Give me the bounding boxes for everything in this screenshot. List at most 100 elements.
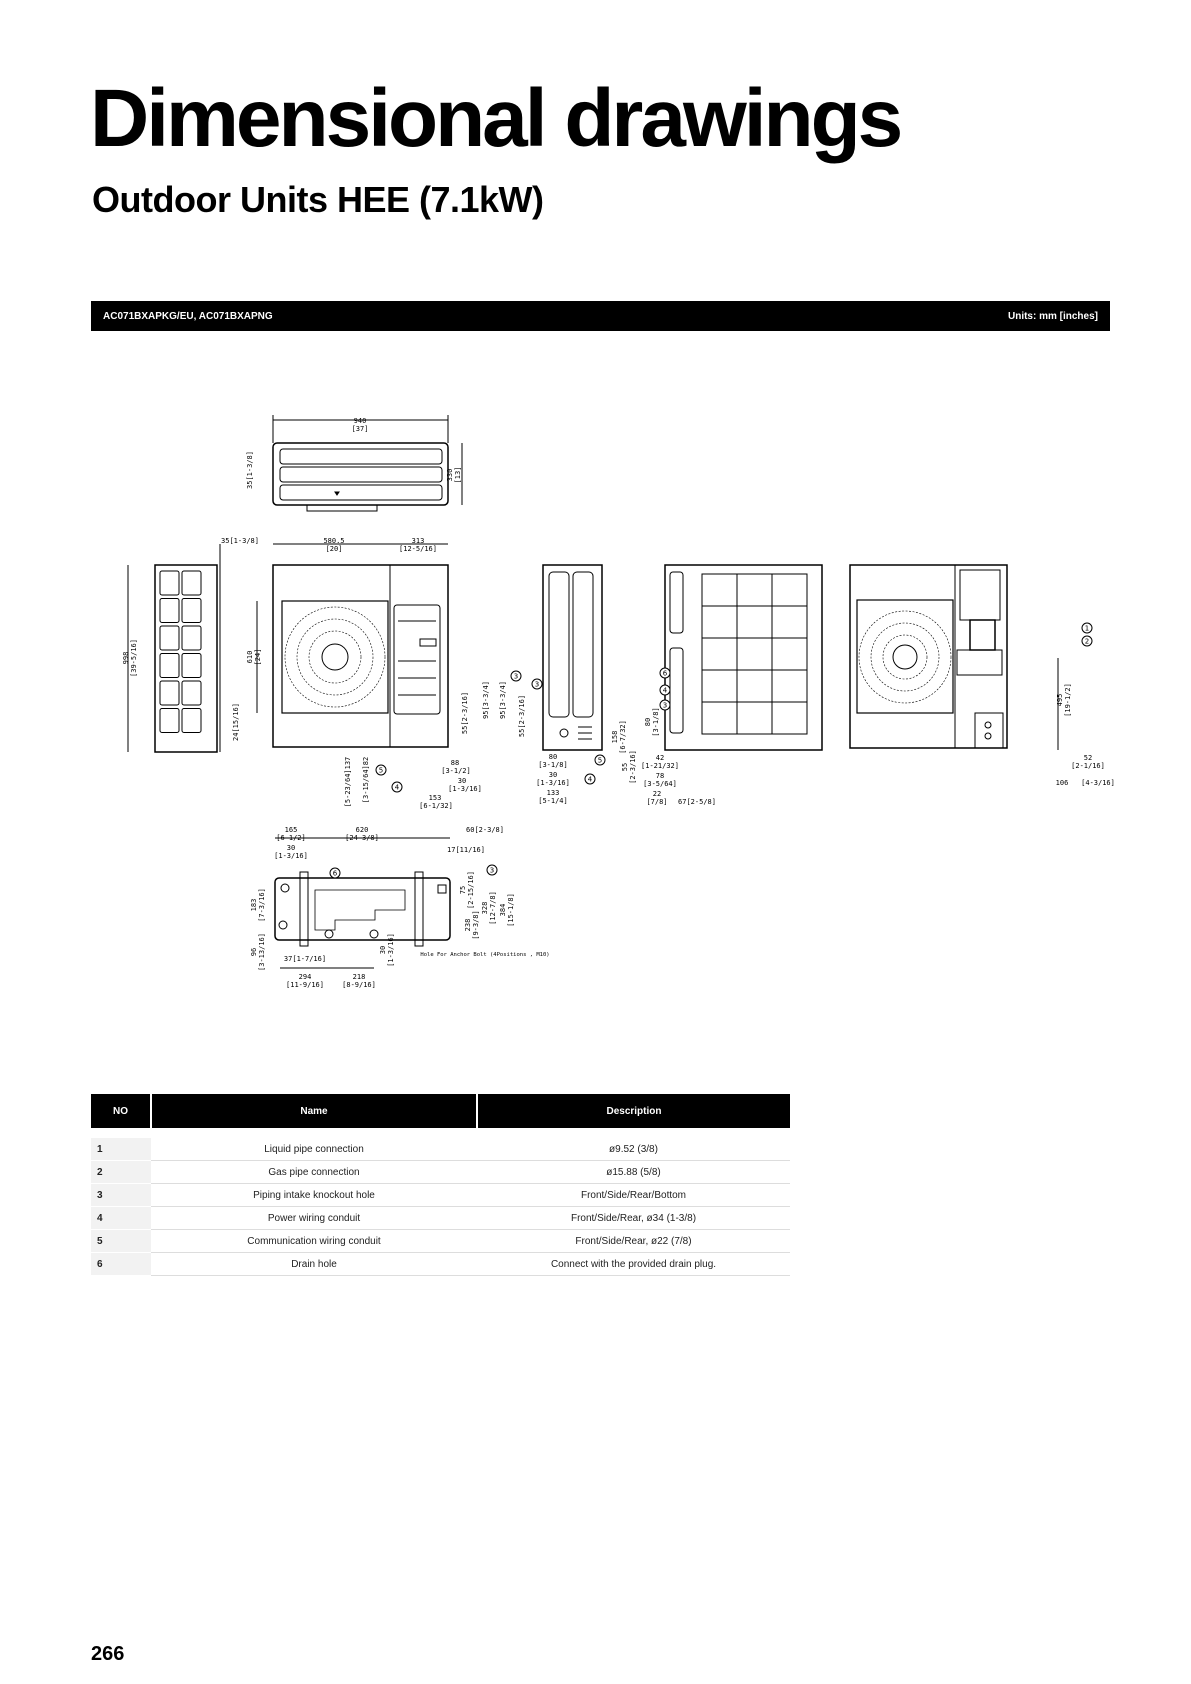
row-name: Power wiring conduit: [151, 1206, 477, 1230]
dimension-label: 940: [354, 417, 367, 425]
row-name: Liquid pipe connection: [151, 1138, 477, 1161]
dimension-label: Hole For Anchor Bolt (4Positions , M10): [420, 952, 549, 958]
dimension-label: 165: [285, 826, 298, 834]
side-coil-grid: [159, 570, 202, 733]
dimension-label: [3-5/64]: [643, 780, 677, 788]
dimension-label: [3-13/16]: [258, 933, 266, 971]
coil-cell: [181, 625, 202, 651]
dimension-label: 330: [446, 469, 454, 482]
front-view: [256, 543, 449, 748]
row-description: Front/Side/Rear, ø34 (1-3/8): [477, 1206, 790, 1230]
dimension-label: 294: [299, 973, 312, 981]
coil-cell: [736, 701, 773, 735]
dimension-label: 80: [644, 718, 652, 726]
row-name: Drain hole: [151, 1252, 477, 1276]
dimension-label: 384: [499, 904, 507, 917]
page-title: Dimensional drawings: [90, 73, 903, 164]
table-header-row: NO Name Description: [91, 1094, 790, 1128]
row-description: Front/Side/Rear/Bottom: [477, 1183, 790, 1207]
dimension-label: 75: [459, 886, 467, 894]
dimension-label: [24]: [254, 649, 262, 666]
dimension-label: 106: [1056, 779, 1069, 787]
svg-text:1: 1: [1085, 625, 1089, 633]
dimension-label: 22: [653, 790, 661, 798]
dimension-label: 95[3-3/4]: [499, 681, 507, 719]
model-bar: AC071BXAPKG/EU, AC071BXAPNG Units: mm [i…: [91, 301, 1110, 331]
coil-cell: [771, 605, 808, 639]
callout-1: 1: [1081, 622, 1093, 634]
dimension-label: 37[1-7/16]: [284, 955, 326, 963]
page-subtitle: Outdoor Units HEE (7.1kW): [92, 179, 544, 220]
dimension-label: 88: [451, 759, 459, 767]
dimension-label: [39-5/16]: [130, 639, 138, 677]
dimension-labels: 940[37]330[13]35[1-3/8]35[1-3/8]580.5[20…: [122, 417, 1115, 989]
dimension-label: 313: [412, 537, 425, 545]
svg-text:6: 6: [663, 670, 668, 678]
row-name: Piping intake knockout hole: [151, 1183, 477, 1207]
coil-cell: [736, 573, 773, 607]
dimension-label: [11-9/16]: [286, 981, 324, 989]
coil-cell: [181, 598, 202, 623]
dimension-label: [13]: [454, 467, 462, 484]
row-name: Gas pipe connection: [151, 1160, 477, 1184]
dimension-label: 35[1-3/8]: [246, 451, 254, 489]
row-name: Communication wiring conduit: [151, 1229, 477, 1253]
callout-3: 3: [510, 670, 522, 682]
top-view: [272, 415, 463, 512]
svg-text:3: 3: [535, 681, 539, 689]
dimension-label: 620: [356, 826, 369, 834]
coil-cell: [736, 605, 773, 639]
dimension-label: 35[1-3/8]: [221, 537, 259, 545]
dimension-label: 610: [246, 651, 254, 664]
callout-3: 3: [486, 864, 498, 876]
callout-2: 2: [1081, 635, 1093, 647]
dimension-label: 133: [547, 789, 560, 797]
dimension-label: [19-1/2]: [1064, 683, 1072, 717]
dimension-label: [12-5/16]: [399, 545, 437, 553]
coil-cell: [159, 598, 180, 623]
coil-cell: [771, 701, 808, 735]
dimension-label: [12-7/8]: [489, 891, 497, 925]
dimension-label: 30: [287, 844, 295, 852]
right-side-view: [542, 564, 603, 751]
callout-4: 4: [659, 684, 671, 696]
dimension-label: [1-21/32]: [641, 762, 679, 770]
rear-coil-grid: [701, 573, 808, 735]
coil-cell: [736, 669, 773, 703]
callout-4: 4: [391, 781, 403, 793]
dimension-label: [37]: [352, 425, 369, 433]
dimension-label: 60[2-3/8]: [466, 826, 504, 834]
dimension-label: 55: [621, 763, 629, 771]
dimension-label: 328: [481, 902, 489, 915]
dimension-label: 67[2-5/8]: [678, 798, 716, 806]
row-description: ø15.88 (5/8): [477, 1160, 790, 1184]
dimension-label: 30: [458, 777, 466, 785]
dimension-label: 183: [250, 899, 258, 912]
coil-cell: [771, 637, 808, 671]
dimension-label: [3-1/2]: [441, 767, 471, 775]
dimension-label: [24-3/8]: [345, 834, 379, 842]
coil-cell: [159, 680, 180, 706]
dimension-label: [9-3/8]: [472, 910, 480, 940]
svg-text:3: 3: [663, 702, 667, 710]
callout-6: 6: [329, 867, 341, 879]
coil-cell: [771, 573, 808, 607]
dimension-label: [1-3/16]: [448, 785, 482, 793]
dimension-label: 153: [429, 794, 442, 802]
callout-3: 3: [531, 678, 543, 690]
svg-text:3: 3: [514, 673, 518, 681]
dimension-label: [2-15/16]: [467, 871, 475, 909]
dimension-label: [20]: [326, 545, 343, 553]
dimension-label: 78: [656, 772, 664, 780]
coil-cell: [181, 708, 202, 733]
dimension-label: [1-3/16]: [387, 933, 395, 967]
svg-text:5: 5: [379, 767, 383, 775]
row-number: 2: [91, 1160, 151, 1184]
coil-cell: [159, 570, 180, 596]
